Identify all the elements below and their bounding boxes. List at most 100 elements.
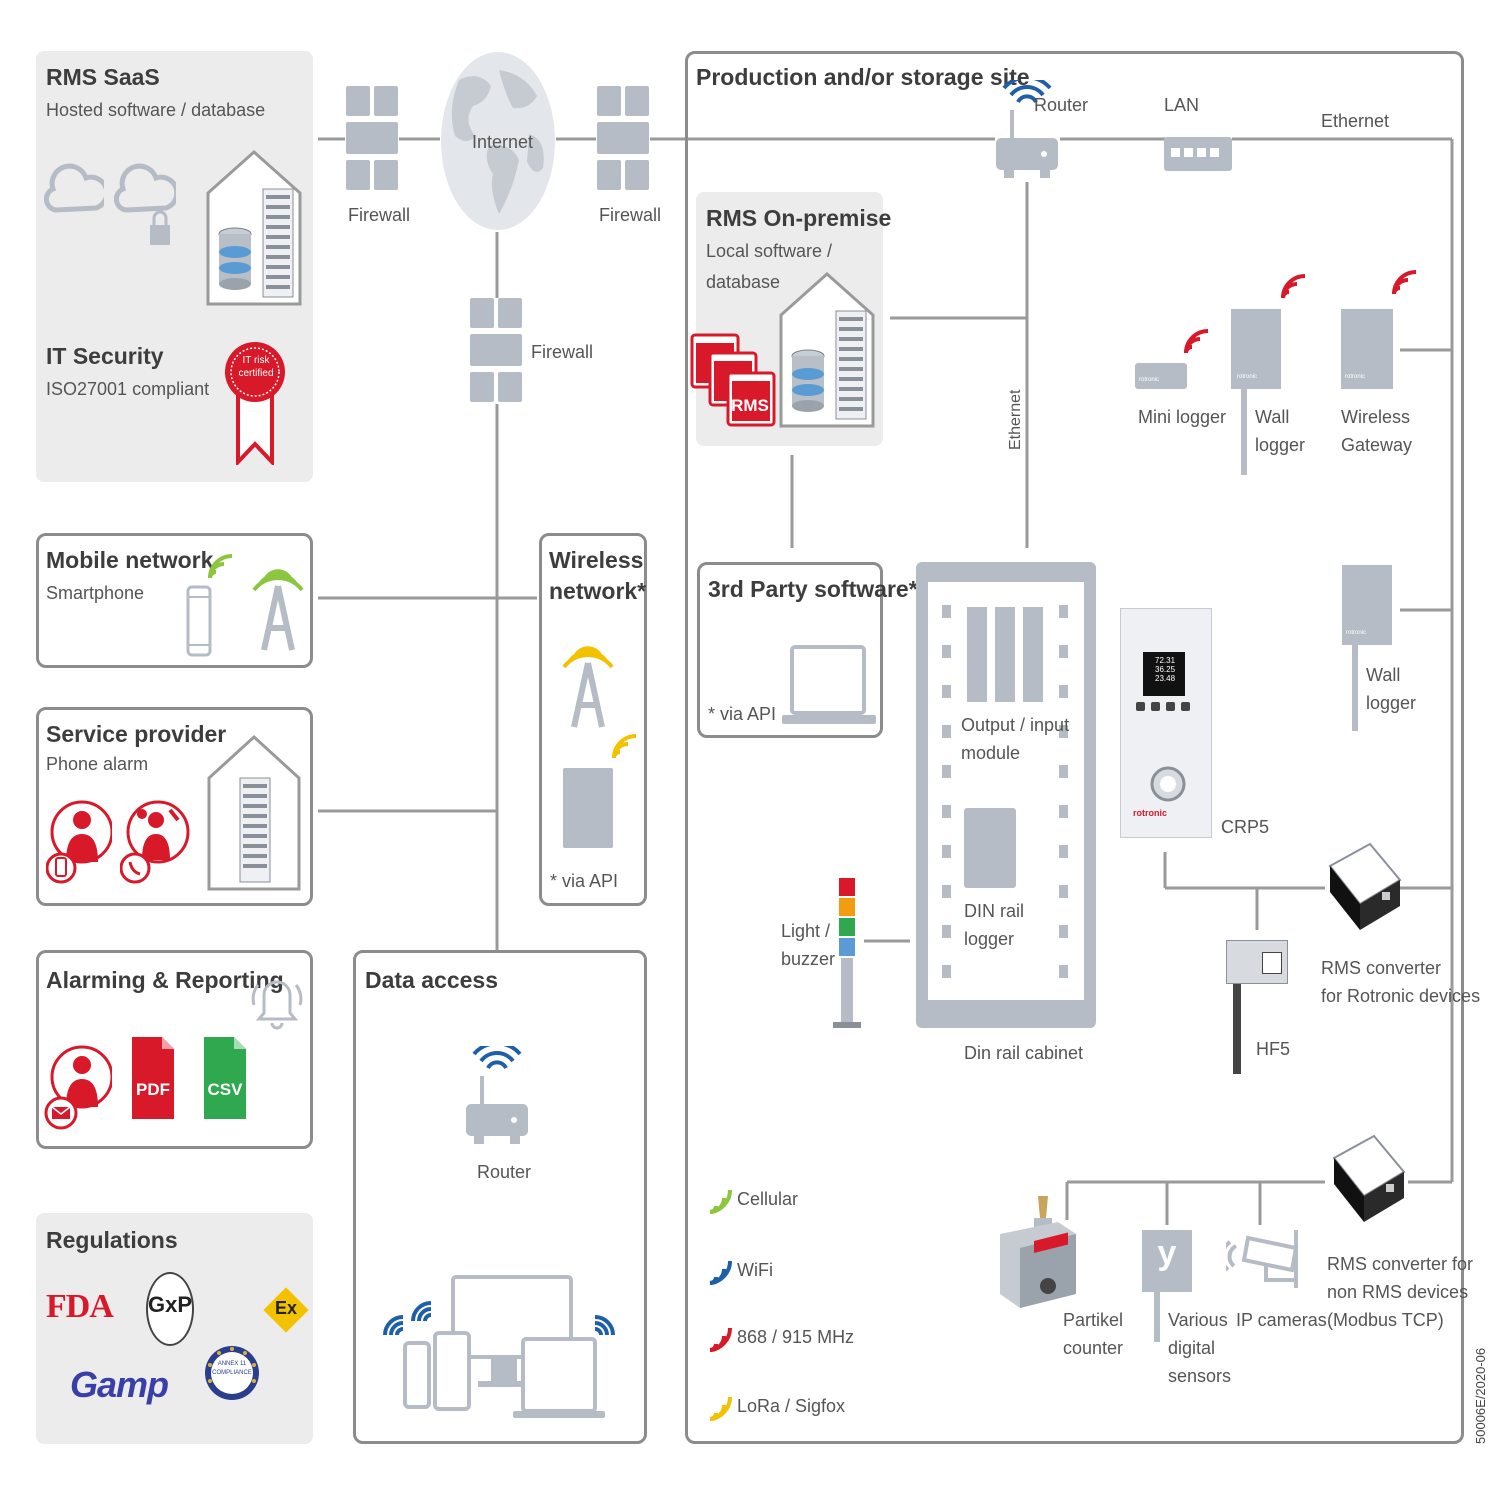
radio-868-signal-icon — [1184, 329, 1209, 354]
csv-file-label: CSV — [207, 1080, 243, 1099]
digital-sensors-label-line3: sensors — [1168, 1366, 1232, 1386]
light-buzzer-label-line2: buzzer — [781, 949, 836, 969]
technician-phone-icon — [120, 800, 190, 884]
digital-sensor-device — [1142, 1230, 1192, 1292]
ip-cameras-label: IP cameras — [1236, 1310, 1327, 1330]
digital-sensors-label-line2: digital — [1168, 1338, 1216, 1358]
it-security-title: IT Security — [46, 343, 164, 369]
site-router-label: Router — [1034, 95, 1089, 115]
hf5-probe — [1233, 984, 1241, 1074]
mini-logger-label: Mini logger — [1138, 407, 1227, 427]
din-cabinet-label: Din rail cabinet — [964, 1043, 1084, 1063]
mobile-network-subtitle: Smartphone — [46, 583, 145, 603]
wireless-network-title-line1: Wireless — [549, 547, 644, 573]
ip-camera-icon — [1226, 1230, 1299, 1288]
wireless-gateway-label-line2: Gateway — [1341, 435, 1413, 455]
wall-logger-device — [1231, 309, 1281, 389]
wireless-gateway-brand: rotronic — [1345, 374, 1366, 380]
din-logger-label-line1: DIN rail — [964, 901, 1025, 921]
rms-converter-icon — [1332, 1134, 1406, 1222]
mini-logger-brand: rotronic — [1139, 377, 1160, 383]
light-tower-icon — [833, 878, 861, 1028]
house-server-icon — [207, 734, 301, 891]
radio-868-signal-icon — [1281, 274, 1306, 299]
din-rail-slots — [942, 605, 1068, 978]
lan-switch-icon — [1164, 137, 1232, 171]
lora-tower-icon — [562, 646, 614, 728]
globe-icon — [441, 52, 555, 230]
wall-logger2-brand: rotronic — [1346, 630, 1367, 636]
rms-converter2-label-line1: RMS converter for — [1327, 1254, 1474, 1274]
wall-logger2-label-line1: Wall — [1366, 665, 1401, 685]
third-party-title: 3rd Party software* — [708, 576, 918, 602]
firewall-center-icon — [470, 298, 522, 402]
wireless-network-note: * via API — [550, 871, 619, 891]
ex-logo-text: Ex — [274, 1298, 298, 1318]
production-site-title: Production and/or storage site — [696, 64, 1030, 90]
data-access-router-label: Router — [477, 1162, 532, 1182]
csv-file-icon — [204, 1037, 246, 1119]
legend-item-cellular-label: Cellular — [737, 1189, 799, 1209]
regulations-title: Regulations — [46, 1227, 178, 1253]
crp5-reading-3: 23.48 — [1155, 674, 1176, 683]
partikel-counter-label-line2: counter — [1063, 1338, 1124, 1358]
ethernet-label: Ethernet — [1321, 111, 1390, 131]
io-module-label-line1: Output / input — [961, 715, 1070, 735]
annex11-logo-text: ANNEX 11 COMPLIANCE — [212, 1361, 252, 1376]
wall-logger-brand: rotronic — [1237, 374, 1258, 380]
firewall-right-label: Firewall — [599, 205, 662, 225]
wireless-device-icon — [563, 768, 613, 848]
annex11-laurel-icon — [205, 1346, 259, 1400]
wireless-gateway-device — [1341, 309, 1393, 389]
hf5-display — [1262, 952, 1282, 974]
firewall-right-icon — [597, 86, 649, 190]
rms-onpremise-subtitle-line1: Local software / — [706, 241, 833, 261]
gxp-logo — [146, 1272, 194, 1346]
data-access-title: Data access — [365, 967, 498, 993]
crp5-reading-1: 72.31 — [1155, 656, 1176, 665]
lan-label: LAN — [1164, 95, 1200, 115]
gamp-logo: Gamp — [70, 1364, 169, 1405]
it-security-subtitle: ISO27001 compliant — [46, 379, 210, 399]
ethernet-vertical-label: Ethernet — [1007, 389, 1024, 450]
gxp-logo-text: GxP — [147, 1292, 193, 1317]
smartphone-icon — [186, 585, 212, 657]
crp5-display — [1143, 652, 1185, 696]
crp5-brand: rotronic — [1133, 808, 1168, 818]
certified-seal-text: IT risk certified — [238, 355, 274, 379]
service-provider-subtitle: Phone alarm — [46, 754, 149, 774]
service-provider-title: Service provider — [46, 721, 227, 747]
router-icon — [466, 1046, 528, 1144]
io-module-label-line2: module — [961, 743, 1021, 763]
legend-item-radio-label: 868 / 915 MHz — [737, 1327, 855, 1347]
rms-onpremise-subtitle-line2: database — [706, 272, 781, 292]
wifi-legend-icon — [709, 1260, 732, 1285]
lora-signal-icon — [612, 734, 637, 759]
laptop-icon — [782, 645, 876, 724]
third-party-note: * via API — [708, 704, 777, 724]
crp5-controls — [1136, 702, 1190, 802]
wall-logger2-device — [1342, 565, 1392, 645]
rms-screens-icon — [690, 333, 776, 427]
internet-label: Internet — [472, 132, 534, 152]
radio-868-signal-icon — [1392, 270, 1417, 295]
rms-screens-label: RMS — [731, 396, 769, 415]
house-server-icon — [206, 149, 302, 306]
wall-logger2-label-line2: logger — [1366, 693, 1417, 713]
mobile-network-title: Mobile network — [46, 547, 214, 573]
cloud-lock-icon — [114, 163, 176, 245]
alarming-reporting-title: Alarming & Reporting — [46, 967, 284, 993]
digital-sensors-label-line1: Various — [1168, 1310, 1228, 1330]
house-server-icon — [779, 271, 875, 428]
person-email-icon — [44, 1045, 112, 1130]
rms-saas-title: RMS SaaS — [46, 64, 160, 90]
particle-counter-icon — [1000, 1196, 1076, 1308]
wall-logger2-probe — [1352, 645, 1358, 731]
firewall-center-label: Firewall — [531, 342, 594, 362]
rms-onpremise-title: RMS On-premise — [706, 205, 892, 231]
wall-logger-probe — [1241, 389, 1247, 475]
light-buzzer-label-line1: Light / — [781, 921, 831, 941]
mini-logger-device — [1135, 363, 1187, 389]
pdf-file-icon — [132, 1037, 174, 1119]
